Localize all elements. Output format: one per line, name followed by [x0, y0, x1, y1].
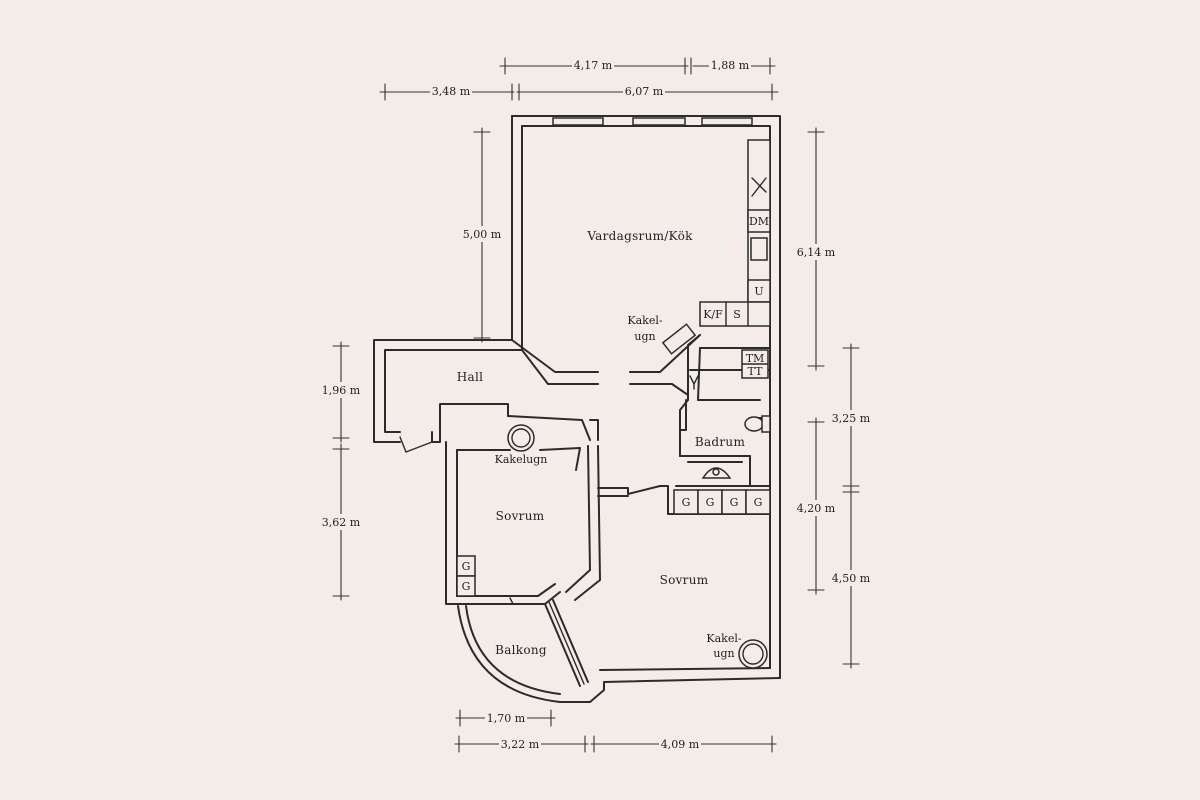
sink-icon — [701, 467, 732, 479]
label-wardrobe: G — [682, 496, 691, 509]
dim-bottom-right: 4,09 m — [661, 738, 700, 751]
drain-icon — [689, 375, 699, 390]
room-bathroom: Badrum — [695, 435, 746, 449]
dim-right-upper: 6,14 m — [797, 246, 836, 259]
dim-right-lower-b: 4,50 m — [832, 572, 871, 585]
window — [701, 117, 753, 126]
label-washer: TM — [746, 352, 765, 365]
dim-left-bedroom: 3,62 m — [322, 516, 361, 529]
dimension-labels: 4,17 m 1,88 m 3,48 m 6,07 m 5,00 m 1,96 … — [319, 57, 873, 752]
label-dishwasher: DM — [749, 215, 769, 228]
round-stove-right-icon — [738, 639, 768, 669]
label-stove-top-1: Kakel- — [627, 314, 662, 327]
label-stove-right-1: Kakel- — [706, 632, 741, 645]
label-wardrobe: G — [754, 496, 763, 509]
tile-stove-top — [661, 323, 697, 355]
label-stove-left: Kakelugn — [495, 453, 548, 466]
room-bedroom-left: Sovrum — [496, 509, 545, 523]
dim-bottom-balcony: 1,70 m — [487, 712, 526, 725]
label-wardrobe: G — [706, 496, 715, 509]
dishwasher-box — [747, 209, 771, 233]
room-bedroom-right: Sovrum — [660, 573, 709, 587]
room-living-kitchen: Vardagsrum/Kök — [586, 229, 693, 243]
label-cupboard: U — [754, 285, 763, 298]
dim-bottom-left: 3,22 m — [501, 738, 540, 751]
wardrobe-row — [673, 489, 771, 515]
label-stove-top-2: ugn — [634, 330, 655, 343]
label-fridge-freezer: K/F — [703, 308, 723, 321]
dim-top-c: 3,48 m — [432, 85, 471, 98]
round-stove-left-icon — [507, 424, 535, 452]
label-sink: S — [733, 308, 741, 321]
label-wardrobe: G — [730, 496, 739, 509]
label-dryer: TT — [748, 365, 764, 378]
dim-left-hall: 1,96 m — [322, 384, 361, 397]
window — [552, 117, 604, 126]
kitchen-counter — [699, 139, 771, 327]
label-wardrobe: G — [462, 560, 471, 573]
window — [632, 117, 686, 126]
walls — [373, 115, 781, 703]
toilet-icon — [744, 415, 771, 433]
dim-top-d: 6,07 m — [625, 85, 664, 98]
label-stove-right-2: ugn — [713, 647, 734, 660]
dim-top-a: 4,17 m — [574, 59, 613, 72]
label-wardrobe: G — [462, 580, 471, 593]
dim-left-upper: 5,00 m — [463, 228, 502, 241]
dim-top-b: 1,88 m — [711, 59, 750, 72]
room-hall: Hall — [457, 370, 484, 384]
dim-right-lower-a: 4,20 m — [797, 502, 836, 515]
wardrobe-column — [456, 555, 476, 597]
room-balcony: Balkong — [495, 643, 547, 657]
dim-right-mid: 3,25 m — [832, 412, 871, 425]
